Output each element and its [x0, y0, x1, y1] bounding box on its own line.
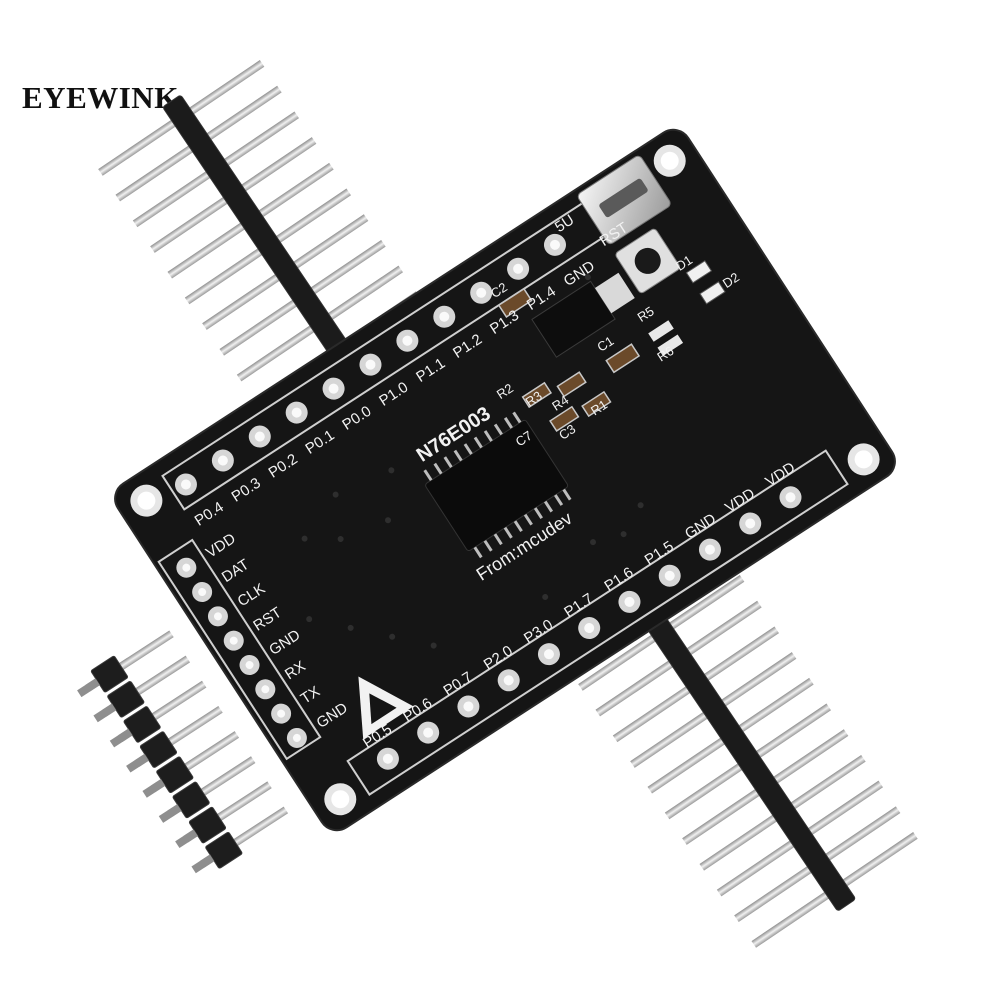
header-pin-bend: [109, 728, 133, 748]
pcb-board: N76E003 From:mcudev 5U RST P0.4P0.3P0.2P…: [114, 128, 896, 832]
pin-hole: [439, 311, 450, 322]
pin-header-bottom-right: [578, 575, 918, 948]
pin-hole: [664, 570, 675, 581]
prog-pad-hole: [198, 588, 207, 597]
pin-hole: [254, 431, 265, 442]
header-pin-bend: [93, 703, 117, 723]
pin-hole: [463, 701, 474, 712]
pin-hole: [513, 263, 524, 274]
header-pin-bend: [158, 804, 182, 823]
pin-hole: [503, 675, 514, 686]
pin-hole: [291, 407, 302, 418]
header-body-segment: [156, 756, 194, 794]
header-body-segment: [107, 681, 145, 718]
pin-hole: [543, 649, 554, 660]
reset-button: [615, 228, 680, 294]
pin-hole: [402, 335, 413, 346]
pin-hole: [624, 596, 635, 607]
prog-pad-hole: [292, 733, 301, 742]
header-pin-bend: [142, 779, 166, 798]
brand-watermark: EYEWINK: [22, 80, 179, 115]
pin-hole: [365, 359, 376, 370]
header-body: [643, 610, 856, 911]
pin-hole: [180, 479, 191, 490]
pin-hole: [423, 727, 434, 738]
header-body-segment: [188, 806, 227, 844]
header-pin-bend: [191, 854, 215, 874]
micro-usb-port: [577, 155, 671, 245]
prog-pad-hole: [245, 660, 254, 669]
pin-hole: [785, 492, 796, 503]
prog-pad-hole: [277, 709, 286, 718]
pin-hole: [476, 287, 487, 298]
pin-hole: [382, 753, 393, 764]
header-pin-bend: [77, 678, 100, 698]
header-pin-bend: [126, 753, 149, 773]
pin-hole: [584, 623, 595, 634]
right-angle-pin-header: [77, 630, 289, 874]
pin-hole: [217, 455, 228, 466]
pin-hole: [549, 239, 560, 250]
pin-hole: [745, 518, 756, 529]
header-pin-bend: [175, 829, 198, 849]
pin-hole: [704, 544, 715, 555]
header-body-segment: [205, 831, 243, 869]
pin-hole: [328, 383, 339, 394]
prog-pad-hole: [182, 563, 191, 572]
prog-pad-hole: [261, 685, 270, 694]
prog-pad-hole: [229, 636, 238, 645]
mcu-chip: [423, 411, 572, 559]
prog-pad-hole: [213, 612, 222, 621]
